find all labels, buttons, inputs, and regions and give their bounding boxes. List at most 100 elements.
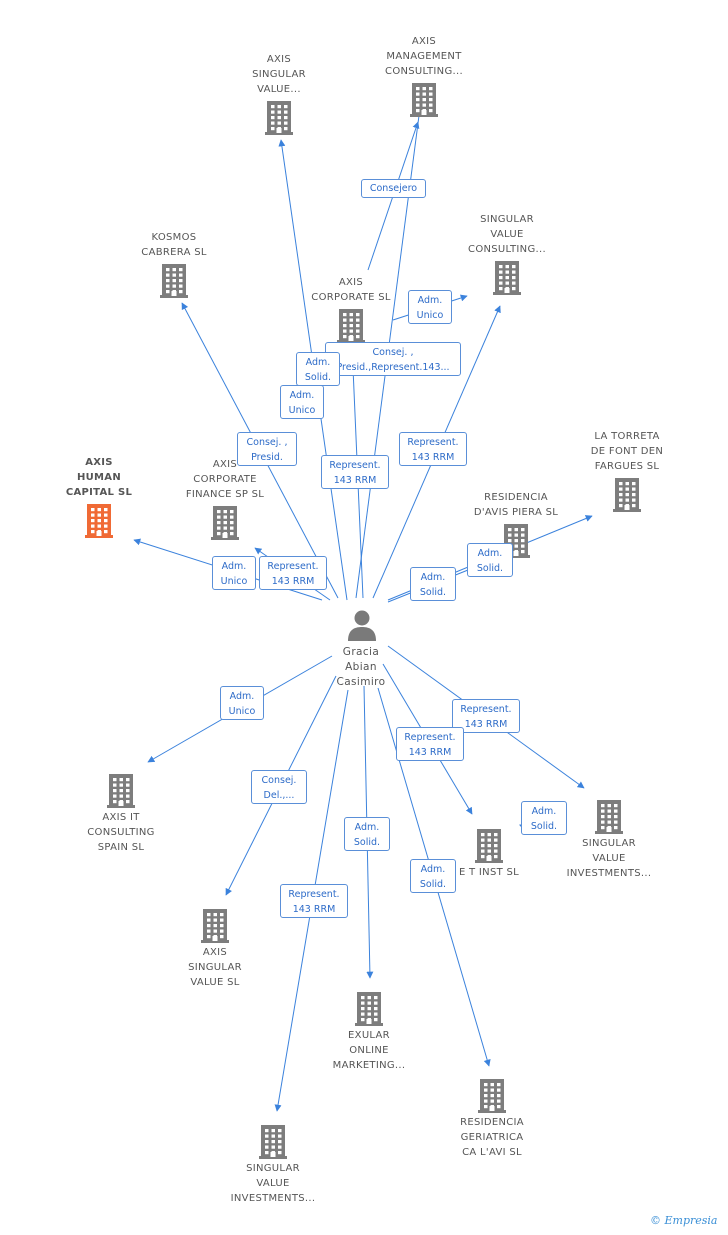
relation-label[interactable]: Consej. ,Presid.,Represent.143... xyxy=(325,342,461,376)
company-name-line: CAPITAL SL xyxy=(65,487,133,498)
relation-label-line: Represent. xyxy=(404,732,456,743)
relation-label-line: Solid. xyxy=(476,563,504,574)
relation-label-line: Adm. xyxy=(221,561,247,572)
company-name-line: E T INST SL xyxy=(458,867,520,878)
company-name-line: SINGULAR xyxy=(252,69,306,80)
company-name-line: SINGULAR xyxy=(582,838,636,849)
company-node[interactable]: AXIS SINGULAR VALUE... xyxy=(219,52,339,137)
company-name-line: DE FONT DEN xyxy=(590,446,664,457)
relation-label-line: Adm. xyxy=(477,548,503,559)
company-name-line: AXIS xyxy=(212,459,238,470)
relation-label-line: Solid. xyxy=(419,879,447,890)
relation-label[interactable]: Adm.Solid. xyxy=(410,859,456,893)
relation-label[interactable]: Adm.Solid. xyxy=(410,567,456,601)
brand-logo: © Empresia xyxy=(650,1214,718,1227)
building-icon xyxy=(211,506,239,540)
building-icon xyxy=(355,992,383,1026)
company-name-line: CA L'AVI SL xyxy=(462,1147,522,1158)
relation-label-line: Unico xyxy=(220,576,248,587)
relation-label[interactable]: Represent.143 RRM xyxy=(396,727,464,761)
relation-label[interactable]: Adm. Solid. xyxy=(467,543,513,577)
relation-label-line: Adm. xyxy=(354,822,380,833)
relation-label-line: Consej. xyxy=(261,775,297,786)
building-icon xyxy=(259,1125,287,1159)
relation-label-line: Solid. xyxy=(304,372,332,383)
relation-label-line: Solid. xyxy=(530,821,558,832)
company-name-line: RESIDENCIA xyxy=(460,1117,524,1128)
company-name-line: AXIS xyxy=(266,54,292,65)
relation-label[interactable]: Adm. Solid. xyxy=(296,352,340,386)
company-name-line: CORPORATE xyxy=(193,474,257,485)
relation-label[interactable]: Represent. 143 RRM xyxy=(321,455,389,489)
company-name-line: AXIS xyxy=(338,277,364,288)
building-icon xyxy=(410,83,438,117)
company-name-line: KOSMOS xyxy=(151,232,197,243)
relation-label[interactable]: Adm.Unico xyxy=(280,385,324,419)
company-name-line: VALUE xyxy=(256,1178,290,1189)
company-name: AXIS SINGULAR VALUE... xyxy=(219,52,339,97)
relation-label-line: Del.,... xyxy=(263,790,295,801)
person-node[interactable] xyxy=(302,608,422,644)
relation-label[interactable]: Represent.143 RRM xyxy=(259,556,327,590)
relation-label[interactable]: Adm.Unico xyxy=(220,686,264,720)
relation-label-line: 143 RRM xyxy=(411,452,455,463)
relation-label-line: Represent. xyxy=(329,460,381,471)
company-name-line: CONSULTING... xyxy=(385,66,463,77)
company-name-line: SPAIN SL xyxy=(97,842,145,853)
relation-label[interactable]: Represent.143 RRM xyxy=(280,884,348,918)
relation-label-line: Adm. xyxy=(417,295,443,306)
relation-label[interactable]: Consej. Del.,... xyxy=(251,770,307,804)
relation-label[interactable]: Represent.143 RRM xyxy=(399,432,467,466)
relation-label-line: Unico xyxy=(288,405,316,416)
relation-label-line: 143 RRM xyxy=(333,475,377,486)
person-name: Gracia Abian Casimiro xyxy=(336,646,386,688)
relation-label-line: Solid. xyxy=(419,587,447,598)
relation-label[interactable]: Consej. ,Presid. xyxy=(237,432,297,466)
relation-label[interactable]: Adm.Solid. xyxy=(344,817,390,851)
relation-label-line: 143 RRM xyxy=(271,576,315,587)
company-name-line: AXIS xyxy=(202,947,228,958)
company-name-line: VALUE xyxy=(490,229,524,240)
building-icon xyxy=(475,829,503,863)
relation-label[interactable]: Adm. Unico xyxy=(212,556,256,590)
company-name: E T INST SL xyxy=(429,865,549,880)
company-name-line: INVESTMENTS... xyxy=(566,868,652,879)
company-name-line: RESIDENCIA xyxy=(484,492,548,503)
building-icon xyxy=(478,1079,506,1113)
relation-label[interactable]: Adm.Solid. xyxy=(521,801,567,835)
company-node[interactable]: KOSMOS CABRERA SL xyxy=(114,230,234,300)
company-name-line: CABRERA SL xyxy=(141,247,207,258)
relation-label-line: Adm. xyxy=(305,357,331,368)
relation-label[interactable]: Consejero xyxy=(361,179,426,198)
building-icon xyxy=(85,504,113,538)
company-name-line: VALUE... xyxy=(257,84,301,95)
relation-label[interactable]: Adm.Unico xyxy=(408,290,452,324)
building-icon xyxy=(201,909,229,943)
building-icon xyxy=(595,800,623,834)
relation-label-line: Consejero xyxy=(369,183,418,194)
person-icon xyxy=(348,610,376,641)
company-name-line: SINGULAR xyxy=(188,962,242,973)
company-node[interactable]: E T INST SL xyxy=(429,825,549,880)
